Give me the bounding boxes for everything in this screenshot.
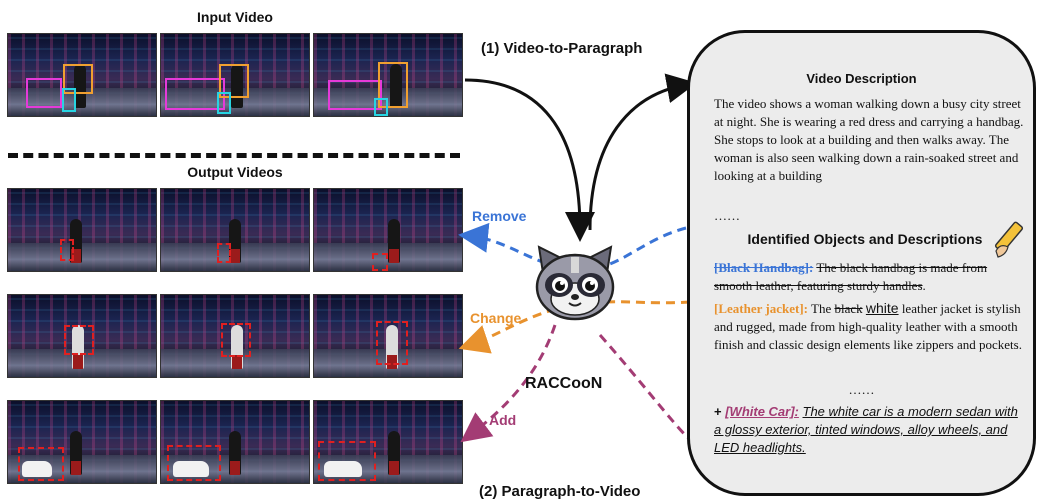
step1-label: (1) Video-to-Paragraph bbox=[481, 40, 643, 57]
object-3-tag: [White Car]: bbox=[725, 404, 799, 419]
object-1-end: . bbox=[922, 278, 926, 293]
jacket-box bbox=[63, 64, 93, 94]
person-box bbox=[62, 88, 76, 112]
person-box bbox=[374, 98, 388, 116]
object-1-text: The black handbag is made from smooth le… bbox=[714, 260, 988, 293]
ellipsis-2: …… bbox=[848, 382, 875, 397]
jacket-box bbox=[378, 62, 408, 108]
object-2-new: white bbox=[865, 300, 899, 316]
add-link bbox=[598, 334, 692, 442]
change-frame-3 bbox=[313, 294, 463, 378]
input-frame-3 bbox=[313, 33, 463, 117]
input-frame-1 bbox=[7, 33, 157, 117]
input-to-model-arrow bbox=[464, 78, 595, 242]
identified-objects-title: Identified Objects and Descriptions bbox=[747, 231, 983, 247]
object-1-entry: [Black Handbag]: The black handbag is ma… bbox=[714, 259, 1024, 295]
video-description-title: Video Description bbox=[806, 71, 917, 86]
input-frame-2 bbox=[160, 33, 310, 117]
add-frame-2 bbox=[160, 400, 310, 484]
output-videos-header: Output Videos bbox=[187, 164, 283, 180]
add-frame-3 bbox=[313, 400, 463, 484]
pencil-hand-icon bbox=[990, 217, 1034, 261]
add-frame-1 bbox=[7, 400, 157, 484]
object-2-entry: [Leather jacket]: The black white leathe… bbox=[714, 299, 1024, 354]
handbag-box bbox=[26, 78, 62, 108]
object-2-the: The bbox=[811, 301, 832, 316]
object-1-tag: [Black Handbag]: bbox=[714, 260, 814, 275]
change-arrow bbox=[458, 300, 691, 354]
remove-frame-3 bbox=[313, 188, 463, 272]
video-description-text: The video shows a woman walking down a b… bbox=[714, 96, 1024, 183]
section-divider bbox=[8, 153, 460, 158]
remove-label: Remove bbox=[472, 208, 527, 224]
handbag-box bbox=[328, 80, 382, 110]
description-panel: Video Description The video shows a woma… bbox=[687, 30, 1036, 496]
remove-frame-1 bbox=[7, 188, 157, 272]
object-2-tag: [Leather jacket]: bbox=[714, 301, 808, 316]
step2-label: (2) Paragraph-to-Video bbox=[479, 483, 641, 500]
raccoon-mascot-icon bbox=[533, 243, 617, 323]
ellipsis-1: …… bbox=[714, 208, 740, 223]
person-box bbox=[217, 92, 231, 114]
remove-arrow bbox=[458, 222, 687, 272]
change-label: Change bbox=[470, 310, 522, 326]
add-label: Add bbox=[489, 412, 517, 428]
change-frame-1 bbox=[7, 294, 157, 378]
model-name: RACCooN bbox=[525, 375, 603, 392]
remove-frame-2 bbox=[160, 188, 310, 272]
add-plus: + bbox=[714, 404, 722, 419]
object-3-text: The white car is a modern sedan with a g… bbox=[714, 404, 1018, 455]
object-2-rest: leather jacket is stylish and rugged, ma… bbox=[714, 301, 1022, 352]
change-frame-2 bbox=[160, 294, 310, 378]
add-arrow bbox=[460, 324, 557, 443]
handbag-box bbox=[165, 78, 225, 110]
object-2-struck: black bbox=[834, 301, 863, 316]
jacket-box bbox=[219, 64, 249, 98]
object-3-entry: + [White Car]: The white car is a modern… bbox=[714, 403, 1024, 457]
model-to-panel-arrow bbox=[588, 73, 697, 231]
input-video-header: Input Video bbox=[197, 9, 273, 25]
